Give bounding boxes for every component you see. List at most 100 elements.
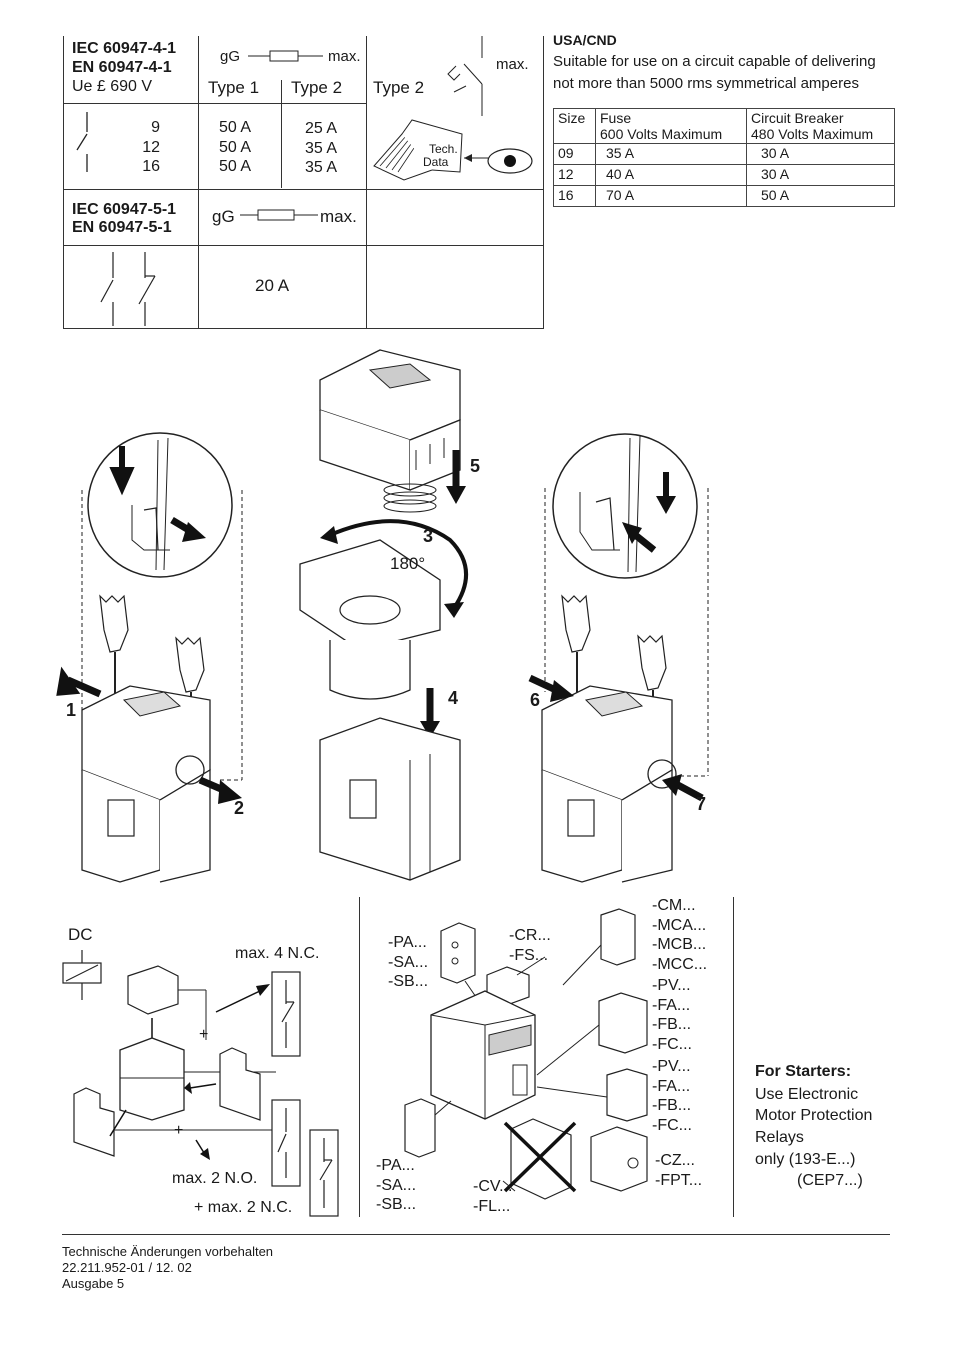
step-6-label: 6 bbox=[530, 690, 541, 710]
no-contact-symbol-icon bbox=[271, 1099, 301, 1187]
standard-iec-5-1: IEC 60947-5-1 bbox=[72, 201, 177, 218]
accessory-code: -MCC... bbox=[652, 955, 708, 973]
plus-sign: + bbox=[199, 1026, 209, 1043]
starters-line: only (193-E...) bbox=[755, 1151, 856, 1168]
nc-contact-symbol-icon bbox=[271, 971, 301, 1057]
row-size: 09 bbox=[553, 143, 596, 165]
rotation-label: 180° bbox=[390, 554, 426, 573]
accessory-code: -PA... bbox=[376, 1157, 415, 1174]
contact-symbol-icon bbox=[76, 112, 88, 172]
accessory-code: -CV... bbox=[473, 1178, 513, 1195]
standard-iec-4-1: IEC 60947-4-1 bbox=[72, 40, 177, 57]
starters-line: Relays bbox=[755, 1129, 804, 1146]
usa-title: USA/CND bbox=[553, 32, 617, 48]
accessory-code: -FA... bbox=[652, 1077, 691, 1095]
separator bbox=[733, 897, 734, 1217]
accessory-code: -SB... bbox=[388, 973, 429, 990]
row-fuse: 70 A bbox=[595, 185, 747, 207]
step-5-label: 5 bbox=[470, 456, 481, 476]
table-row: 12 40 A 30 A bbox=[553, 164, 895, 186]
fuse-icon bbox=[248, 50, 323, 62]
center-exploded-drawing bbox=[299, 349, 468, 881]
usa-description: not more than 5000 rms symmetrical amper… bbox=[553, 75, 859, 92]
accessory-code: -FS... bbox=[509, 946, 549, 964]
nc-contact-symbol-icon bbox=[309, 1129, 339, 1217]
type1-value: 50 A bbox=[219, 138, 252, 156]
footer-rule bbox=[62, 1234, 890, 1235]
accessories-drawing bbox=[404, 908, 648, 1200]
fuse-gg-label: gG bbox=[220, 48, 241, 65]
step-2-label: 2 bbox=[234, 798, 245, 818]
tech-label: Tech. bbox=[429, 142, 458, 156]
row-cb: 30 A bbox=[746, 164, 895, 186]
usa-head-fuse-sub: 600 Volts Maximum bbox=[600, 126, 723, 142]
row-size: 12 bbox=[553, 164, 596, 186]
type2-value: 35 A bbox=[305, 139, 338, 157]
accessory-code: -FC... bbox=[652, 1035, 692, 1053]
aux-max-label: max. bbox=[320, 207, 357, 226]
starters-line: (CEP7...) bbox=[797, 1172, 863, 1189]
aux-gg-label: gG bbox=[212, 207, 235, 226]
circuit-breaker-max-label: max. bbox=[496, 56, 529, 73]
standard-en-5-1: EN 60947-5-1 bbox=[72, 219, 172, 236]
data-label: Data bbox=[423, 155, 449, 169]
separator bbox=[359, 897, 360, 1217]
left-contactor-drawing bbox=[56, 432, 243, 883]
aux-fuse-value: 20 A bbox=[255, 276, 290, 295]
accessory-code: -PA... bbox=[388, 934, 427, 951]
footer-line: 22.211.952-01 / 12. 02 bbox=[62, 1260, 192, 1275]
size-value: 9 bbox=[151, 119, 160, 136]
aux-fuse-icon bbox=[240, 209, 318, 221]
footer-line: Ausgabe 5 bbox=[62, 1276, 125, 1291]
type2-value: 25 A bbox=[305, 120, 338, 137]
step-7-label: 7 bbox=[696, 794, 707, 814]
row-fuse: 35 A bbox=[595, 143, 747, 165]
size-value: 12 bbox=[142, 138, 160, 156]
starters-line: Use Electronic bbox=[755, 1086, 859, 1103]
accessory-code: -FC... bbox=[652, 1116, 692, 1134]
dc-coil-symbol-icon bbox=[62, 950, 102, 1000]
type1-header: Type 1 bbox=[208, 78, 260, 97]
max-nc2-label: + max. 2 N.C. bbox=[194, 1199, 293, 1216]
standard-en-4-1: EN 60947-4-1 bbox=[72, 59, 172, 76]
accessory-code: -FPT... bbox=[655, 1171, 703, 1189]
row-size: 16 bbox=[553, 185, 596, 207]
type2-header: Type 2 bbox=[291, 78, 343, 97]
accessory-code: -SB... bbox=[376, 1196, 417, 1213]
rated-voltage: Ue £ 690 V bbox=[72, 78, 153, 95]
starters-line: Motor Protection bbox=[755, 1107, 873, 1124]
accessory-code: -FB... bbox=[652, 1097, 692, 1114]
accessory-code: -CZ... bbox=[655, 1152, 695, 1169]
type2-right-header: Type 2 bbox=[373, 78, 425, 97]
right-contactor-drawing bbox=[528, 433, 709, 883]
accessory-code: -PV... bbox=[652, 977, 691, 994]
dc-label: DC bbox=[68, 925, 93, 944]
usa-head-size: Size bbox=[553, 108, 596, 144]
accessory-code: -SA... bbox=[388, 953, 429, 971]
aux-contacts-symbol-icon bbox=[100, 252, 156, 326]
usa-head-cb: Circuit Breaker bbox=[751, 110, 844, 126]
footer-line: Technische Änderungen vorbehalten bbox=[62, 1244, 274, 1259]
accessory-code: -MCA... bbox=[652, 916, 707, 934]
magnifier-circle-right bbox=[552, 433, 698, 579]
row-fuse: 40 A bbox=[595, 164, 747, 186]
step-4-label: 4 bbox=[448, 688, 459, 708]
accessory-code: -CR... bbox=[509, 927, 551, 944]
accessory-code: -MCB... bbox=[652, 936, 707, 953]
accessory-code: -FA... bbox=[652, 996, 691, 1014]
usa-head-cb-sub: 480 Volts Maximum bbox=[751, 126, 874, 142]
circuit-breaker-symbol-icon bbox=[447, 36, 483, 116]
max-no-label: max. 2 N.O. bbox=[172, 1170, 258, 1187]
row-cb: 50 A bbox=[746, 185, 895, 207]
aux-block-drawing bbox=[73, 965, 276, 1160]
step-3-label: 3 bbox=[423, 526, 434, 546]
type1-value: 50 A bbox=[219, 158, 252, 175]
size-value: 16 bbox=[142, 158, 160, 175]
accessory-code: -PV... bbox=[652, 1058, 691, 1075]
table-row: 09 35 A 30 A bbox=[553, 143, 895, 165]
accessory-code: -FL... bbox=[473, 1197, 511, 1215]
plus-sign: + bbox=[174, 1122, 184, 1139]
fuse-max-label: max. bbox=[328, 48, 361, 65]
usa-head-fuse: Fuse bbox=[600, 110, 632, 126]
